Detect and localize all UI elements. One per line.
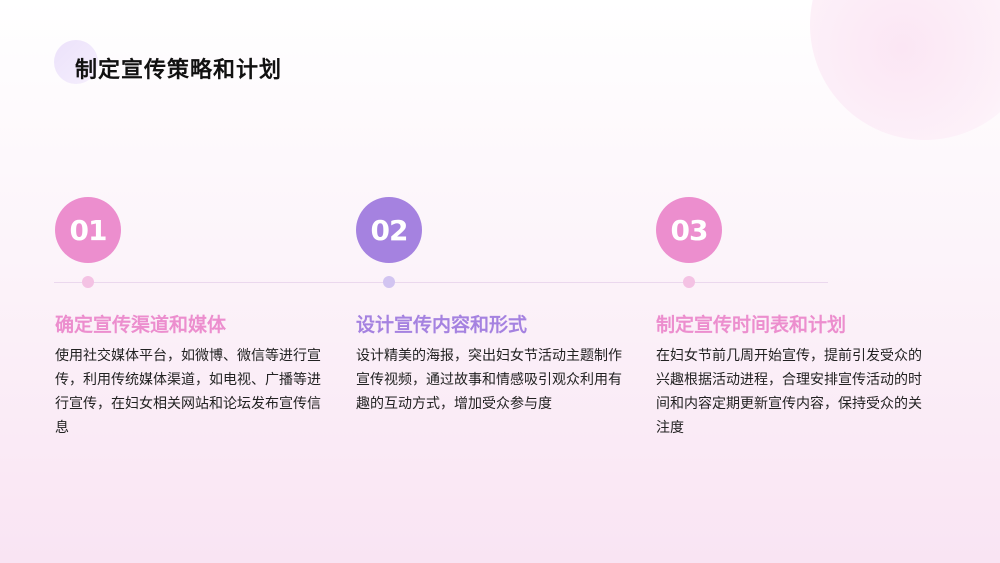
page-title: 制定宣传策略和计划: [75, 58, 283, 83]
step-1-description: 使用社交媒体平台，如微博、微信等进行宣传，利用传统媒体渠道，如电视、广播等进行宣…: [55, 348, 321, 436]
step-2-description: 设计精美的海报，突出妇女节活动主题制作宣传视频，通过故事和情感吸引观众利用有趣的…: [356, 348, 622, 412]
step-3-number: 03: [670, 213, 709, 247]
step-3-title: 制定宣传时间表和计划: [656, 314, 847, 336]
timeline-line: [54, 282, 828, 283]
step-2-number-badge: 02: [356, 197, 422, 263]
step-1-timeline-dot: [82, 276, 94, 288]
corner-decoration: [810, 0, 1000, 140]
step-2-number: 02: [370, 213, 409, 247]
step-1-number-badge: 01: [55, 197, 121, 263]
step-1-title: 确定宣传渠道和媒体: [55, 314, 227, 336]
title-decoration-circle: [54, 40, 98, 84]
step-3-number-badge: 03: [656, 197, 722, 263]
step-1-number: 01: [69, 213, 108, 247]
step-2-title: 设计宣传内容和形式: [356, 314, 528, 336]
step-3-timeline-dot: [683, 276, 695, 288]
step-3-description: 在妇女节前几周开始宣传，提前引发受众的兴趣根据活动进程，合理安排宣传活动的时间和…: [656, 348, 922, 436]
step-2-timeline-dot: [383, 276, 395, 288]
